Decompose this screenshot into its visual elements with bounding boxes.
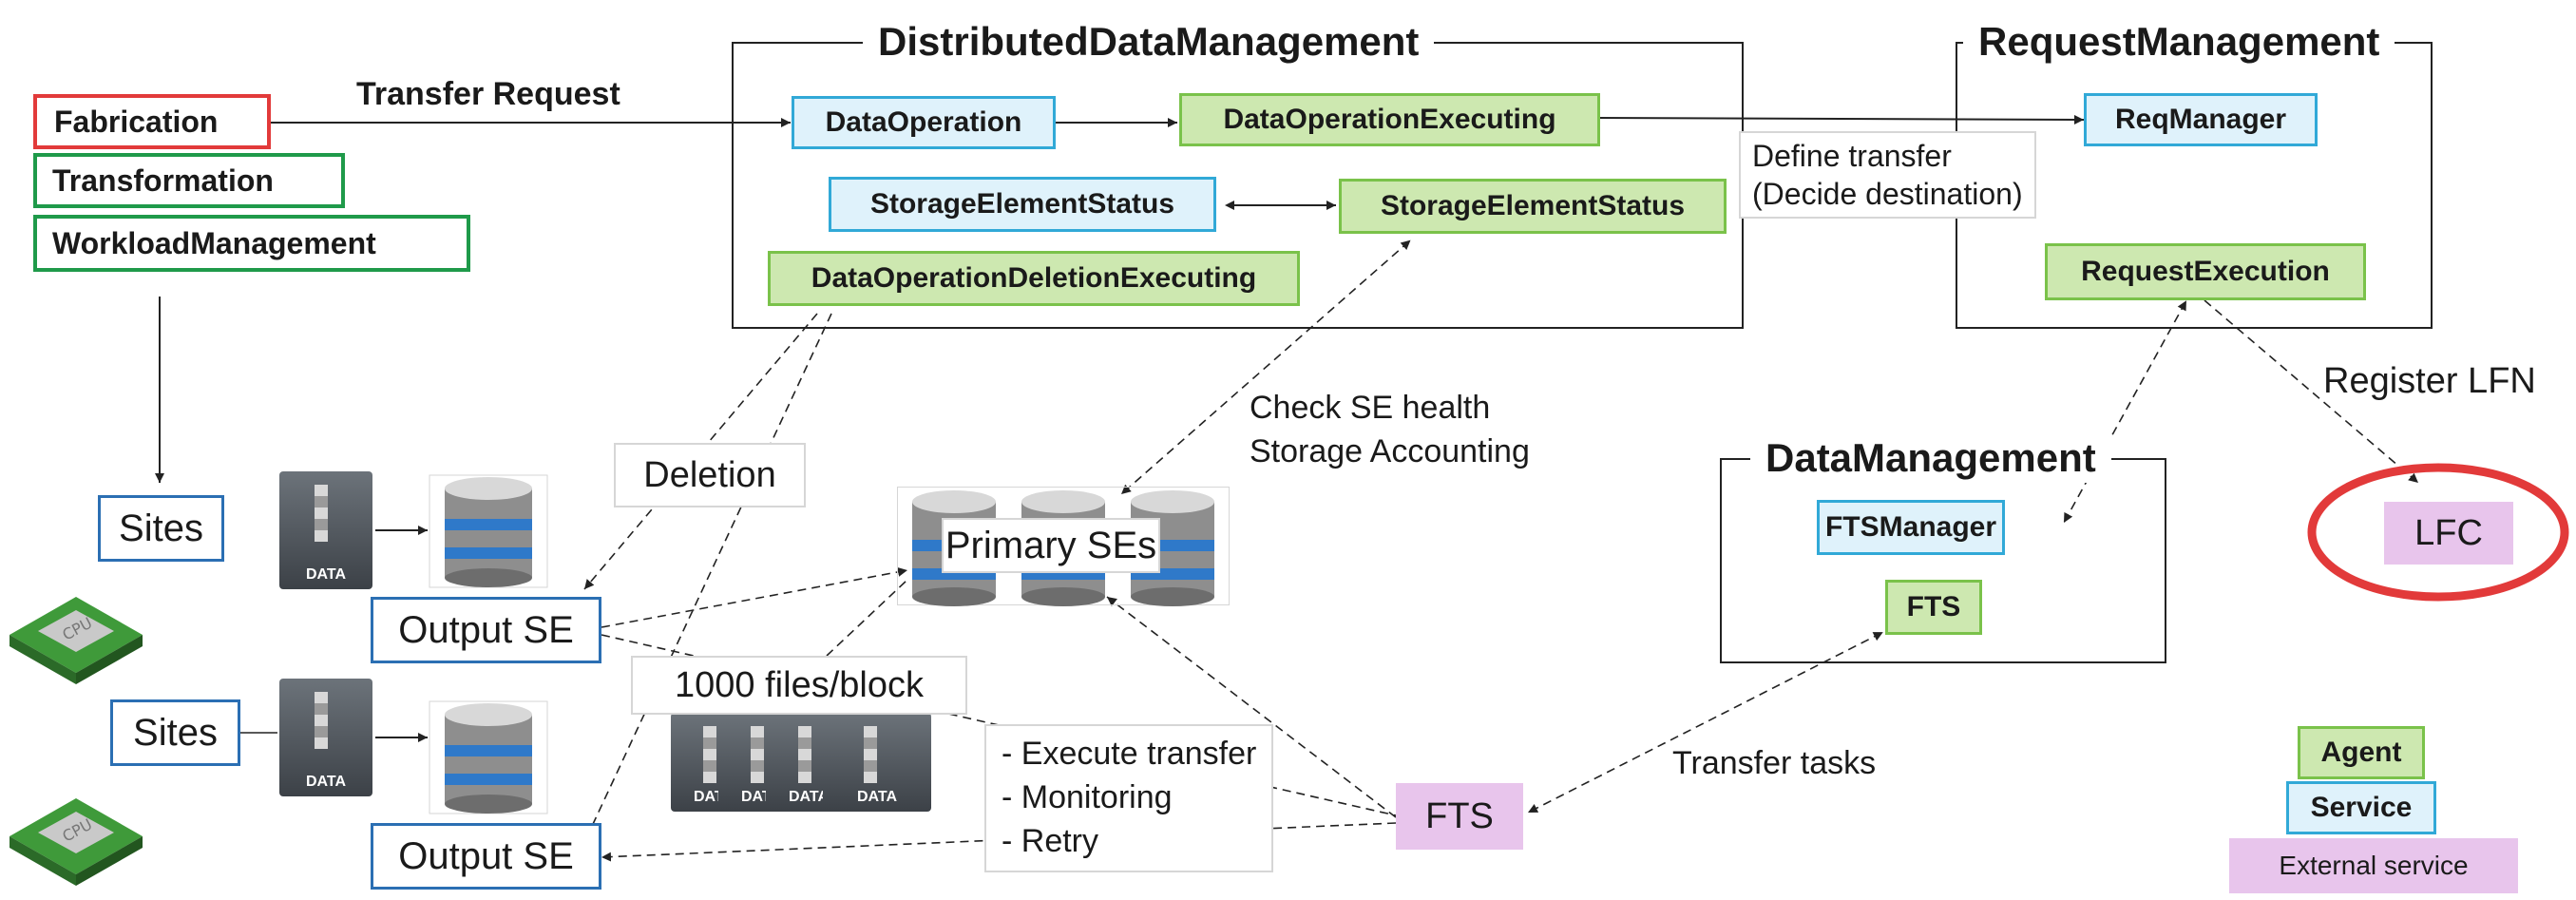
lfc-external-service[interactable]: LFC — [2384, 502, 2513, 565]
workload-management-box[interactable]: WorkloadManagement — [33, 215, 470, 272]
data-file-icon: DATA — [279, 679, 372, 796]
arrow-check-se-health — [1120, 239, 1411, 495]
arrow-fts-to-primary — [1106, 596, 1397, 818]
sites-box-1[interactable]: Sites — [98, 495, 224, 562]
define-transfer-label: Define transfer (Decide destination) — [1739, 131, 2036, 219]
legend-external-service: External service — [2229, 838, 2518, 893]
database-icon — [429, 700, 548, 814]
arrow-deletion-to-outputse-2 — [586, 313, 832, 837]
fabrication-box[interactable]: Fabrication — [33, 94, 271, 149]
cpu-chip-icon: CPU — [10, 798, 143, 886]
check-se-line-2: Storage Accounting — [1250, 433, 1530, 469]
legend-service: Service — [2286, 781, 2436, 834]
data-block-icon: DATA — [823, 713, 931, 812]
transfer-tasks-label: Transfer tasks — [1672, 745, 1877, 781]
storage-element-status-service[interactable]: StorageElementStatus — [829, 177, 1216, 232]
check-se-health-label: Check SE health Storage Accounting — [1250, 386, 1530, 473]
storage-element-status-agent[interactable]: StorageElementStatus — [1339, 179, 1727, 234]
check-se-line-1: Check SE health — [1250, 390, 1491, 426]
register-lfn-label: Register LFN — [2323, 361, 2536, 401]
primary-ses-group: Primary SEs — [897, 487, 1230, 606]
output-se-box-1[interactable]: Output SE — [371, 597, 601, 663]
data-operation-service[interactable]: DataOperation — [792, 96, 1056, 149]
define-transfer-line-2: (Decide destination) — [1752, 177, 2023, 211]
dm-title: DataManagement — [1750, 433, 2111, 483]
legend-agent: Agent — [2298, 726, 2425, 779]
files-per-block-label: 1000 files/block — [631, 656, 967, 715]
data-operation-deletion-executing-agent[interactable]: DataOperationDeletionExecuting — [768, 251, 1300, 306]
arrow-transfer-tasks — [1527, 632, 1883, 814]
ddm-title: DistributedDataManagement — [863, 17, 1435, 67]
arrow-executing-to-reqmanager — [1596, 114, 2085, 124]
output-se-box-2[interactable]: Output SE — [371, 823, 601, 890]
define-transfer-line-1: Define transfer — [1752, 139, 1952, 173]
cpu-chip-icon: CPU — [10, 597, 143, 684]
note-execute-transfer: - Execute transfer — [1002, 736, 1257, 772]
line-block-to-primary — [826, 579, 908, 657]
fts-tasks-notes: - Execute transfer - Monitoring - Retry — [984, 724, 1274, 872]
fts-manager-service[interactable]: FTSManager — [1817, 500, 2005, 555]
rm-title: RequestManagement — [1963, 17, 2395, 67]
request-execution-agent[interactable]: RequestExecution — [2045, 243, 2366, 300]
req-manager-service[interactable]: ReqManager — [2084, 93, 2318, 146]
deletion-label: Deletion — [614, 443, 806, 507]
transfer-request-label: Transfer Request — [356, 76, 620, 112]
arrow-outputse1-to-primary — [601, 566, 908, 628]
transformation-box[interactable]: Transformation — [33, 153, 345, 208]
database-icon — [429, 474, 548, 588]
data-operation-executing-agent[interactable]: DataOperationExecuting — [1179, 93, 1600, 146]
note-monitoring: - Monitoring — [1002, 779, 1173, 815]
data-file-icon: DATA — [279, 471, 372, 589]
primary-ses-label[interactable]: Primary SEs — [942, 518, 1160, 573]
sites-box-2[interactable]: Sites — [110, 699, 240, 766]
fts-external-service[interactable]: FTS — [1396, 783, 1523, 850]
fts-agent[interactable]: FTS — [1885, 580, 1982, 635]
arrow-deletion-to-outputse-1 — [583, 313, 818, 590]
arrow-register-lfn — [2204, 299, 2419, 484]
lfc-highlight-ring — [2307, 463, 2569, 602]
note-retry: - Retry — [1002, 823, 1098, 859]
